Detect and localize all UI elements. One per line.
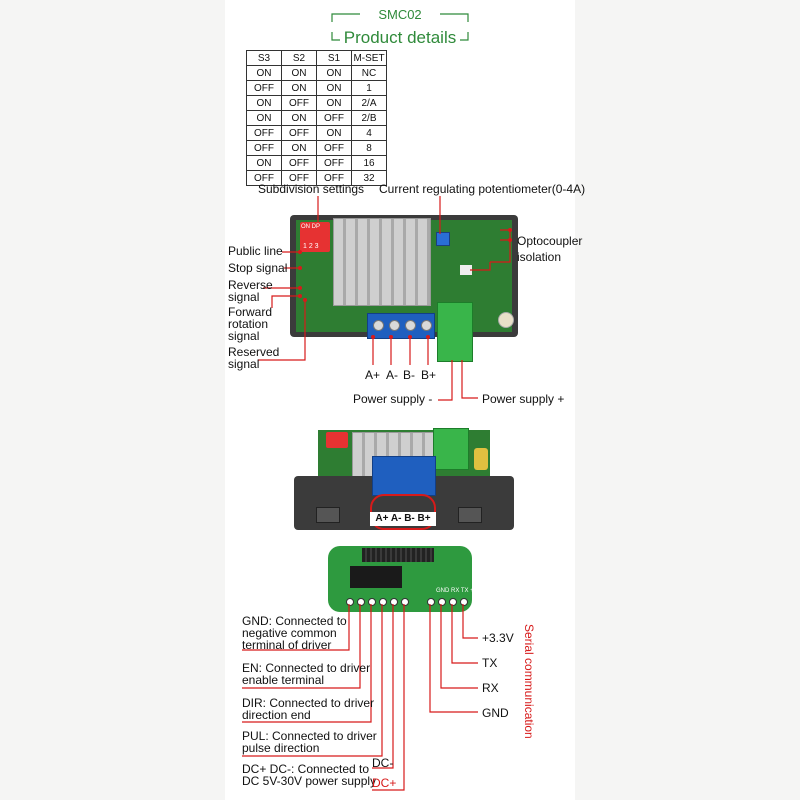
reserved-label-1: Reserved — [228, 345, 280, 359]
dip-silkscreen: ON DP — [301, 224, 321, 230]
a-plus-label: A+ — [365, 368, 381, 382]
en-desc-2: enable terminal — [242, 673, 325, 687]
public-line-label: Public line — [228, 244, 283, 258]
screw-a-minus — [389, 320, 400, 331]
gnd-desc-3: terminal of driver — [242, 638, 332, 652]
pul-desc-2: pulse direction — [242, 741, 320, 755]
forward-label-2: rotation — [228, 317, 269, 331]
pin-tx — [449, 598, 457, 606]
forward-label-3: signal — [228, 329, 260, 343]
gnd-desc-2: negative common — [242, 626, 337, 640]
stop-signal-label: Stop signal — [228, 261, 288, 275]
dc-minus-label: DC- — [372, 756, 394, 770]
table-cell: 32 — [351, 170, 387, 186]
pin-dc-plus — [401, 598, 409, 606]
gnd-serial-label: GND — [482, 706, 509, 720]
header-bracket — [331, 13, 469, 41]
tx-label: TX — [482, 656, 498, 670]
screw-a-plus — [373, 320, 384, 331]
dir-desc-2: direction end — [242, 708, 311, 722]
heatsink — [333, 218, 431, 306]
front-slot-right — [458, 507, 482, 523]
dip-numbers: 1 2 3 — [303, 243, 319, 250]
subdivision-label: Subdivision settings — [258, 182, 365, 196]
a-minus-label: A- — [386, 368, 398, 382]
page-title: Product details — [343, 28, 457, 47]
dir-desc-1: DIR: Connected to driver — [242, 696, 375, 710]
optocoupler-chip — [460, 265, 472, 275]
reverse-label-2: signal — [228, 290, 260, 304]
dc-desc-1: DC+ DC-: Connected to — [242, 762, 370, 776]
control-chip — [350, 566, 402, 588]
pin-gnd — [346, 598, 354, 606]
table-cell: OFF — [281, 170, 317, 186]
screw-b-plus — [421, 320, 432, 331]
pin-pul — [379, 598, 387, 606]
dc-plus-label: DC+ — [372, 776, 397, 790]
front-dip-switch — [326, 432, 348, 448]
pin-3v3 — [460, 598, 468, 606]
pin-rx — [438, 598, 446, 606]
display-connector — [362, 548, 434, 562]
b-plus-label: B+ — [421, 368, 437, 382]
en-desc-1: EN: Connected to driver — [242, 661, 371, 675]
capacitor — [498, 312, 514, 328]
pin-dc-minus — [390, 598, 398, 606]
power-minus-label: Power supply - — [353, 392, 433, 406]
front-power-terminal — [433, 428, 469, 470]
v33-label: +3.3V — [482, 631, 514, 645]
rx-label: RX — [482, 681, 499, 695]
reverse-label-1: Reverse — [228, 278, 273, 292]
front-slot-left — [316, 507, 340, 523]
isolation-label: isolation — [517, 250, 562, 264]
pin-serial-gnd — [427, 598, 435, 606]
pul-desc-1: PUL: Connected to driver — [242, 729, 377, 743]
optocoupler-label: Optocoupler — [517, 234, 583, 248]
dip-switch — [300, 222, 330, 252]
potentiometer — [436, 232, 450, 246]
screw-b-minus — [405, 320, 416, 331]
pin-dir — [368, 598, 376, 606]
gnd-desc-1: GND: Connected to — [242, 614, 347, 628]
power-plus-label: Power supply + — [482, 392, 565, 406]
potentiometer-label: Current regulating potentiometer(0-4A) — [379, 182, 586, 196]
dc-desc-2: DC 5V-30V power supply — [242, 774, 377, 788]
top-board-leader-lines — [258, 196, 512, 401]
front-terminal-labels: A+ A- B- B+ — [370, 512, 436, 526]
table-cell: OFF — [316, 170, 352, 186]
model-name: SMC02 — [378, 7, 422, 22]
reserved-label-2: signal — [228, 357, 260, 371]
serial-communication-label: Serial communication — [522, 624, 536, 739]
table-cell: 4 — [351, 125, 387, 141]
b-minus-label: B- — [403, 368, 415, 382]
power-terminal-block — [437, 302, 473, 362]
serial-silkscreen: GND RX TX +3.3V — [436, 588, 487, 594]
pin-en — [357, 598, 365, 606]
front-capacitor — [474, 448, 488, 470]
forward-label-1: Forward — [228, 305, 273, 319]
